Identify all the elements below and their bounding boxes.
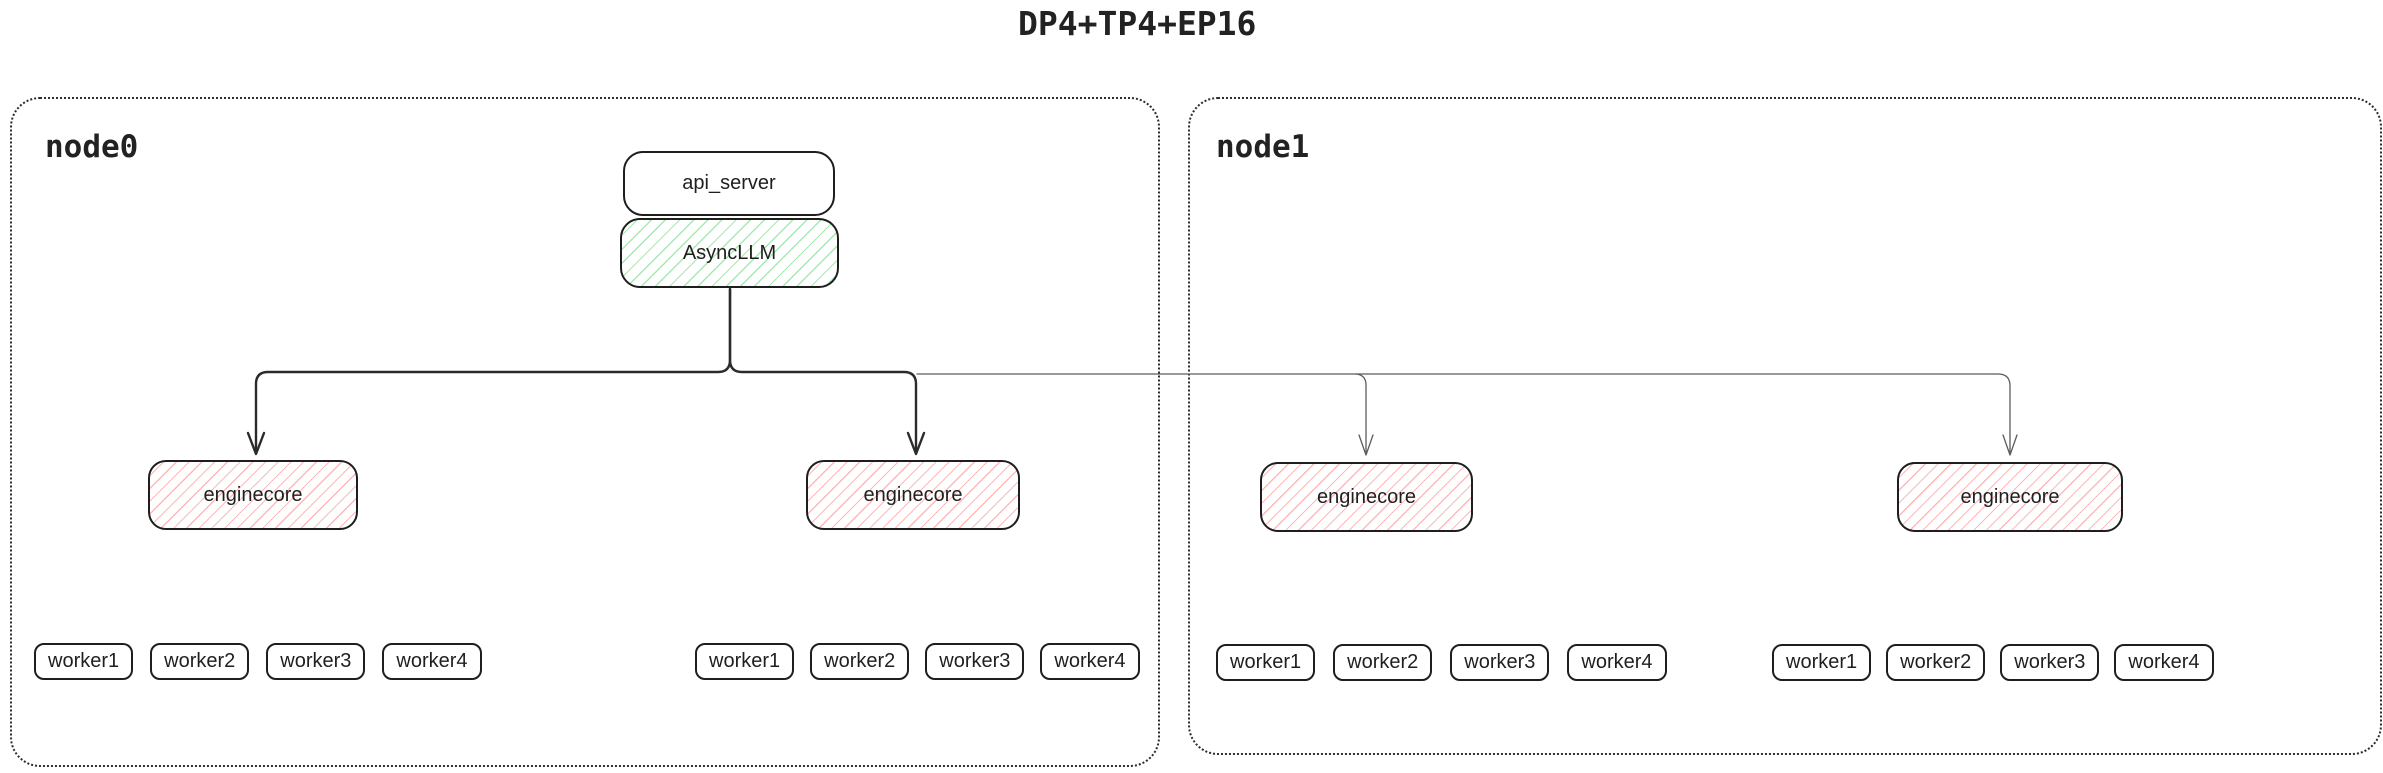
worker-row: worker1 worker2 worker3 worker4 — [34, 643, 482, 680]
worker-box: worker1 — [34, 643, 134, 680]
node0-label: node0 — [45, 129, 139, 165]
asyncllm-label: AsyncLLM — [682, 241, 777, 264]
worker-box: worker3 — [925, 643, 1025, 680]
worker-row: worker1 worker2 worker3 worker4 — [1772, 644, 2214, 681]
worker-row: worker1 worker2 worker3 worker4 — [695, 643, 1140, 680]
worker-box: worker4 — [1567, 644, 1667, 681]
diagram-title: DP4+TP4+EP16 — [1018, 4, 1257, 43]
worker-box: worker1 — [695, 643, 795, 680]
worker-box: worker4 — [1040, 643, 1140, 680]
enginecore-label: enginecore — [1317, 485, 1416, 508]
node1-label: node1 — [1216, 129, 1310, 165]
worker-box: worker1 — [1216, 644, 1316, 681]
api-server-box: api_server — [623, 151, 835, 216]
worker-box: worker3 — [1450, 644, 1550, 681]
worker-box: worker4 — [2114, 644, 2214, 681]
enginecore-box: enginecore — [1897, 462, 2123, 532]
worker-box: worker1 — [1772, 644, 1872, 681]
worker-box: worker3 — [2000, 644, 2100, 681]
enginecore-box: enginecore — [148, 460, 358, 530]
worker-box: worker2 — [150, 643, 250, 680]
enginecore-box: enginecore — [806, 460, 1020, 530]
enginecore-label: enginecore — [1960, 485, 2060, 508]
worker-box: worker2 — [1333, 644, 1433, 681]
enginecore-label: enginecore — [203, 483, 303, 506]
enginecore-label: enginecore — [863, 483, 963, 506]
worker-row: worker1 worker2 worker3 worker4 — [1216, 644, 1667, 681]
enginecore-box: enginecore — [1260, 462, 1473, 532]
worker-box: worker2 — [810, 643, 910, 680]
worker-box: worker2 — [1886, 644, 1986, 681]
api-server-label: api_server — [682, 172, 776, 194]
asyncllm-box: AsyncLLM — [620, 218, 839, 288]
worker-box: worker3 — [266, 643, 366, 680]
worker-box: worker4 — [382, 643, 482, 680]
